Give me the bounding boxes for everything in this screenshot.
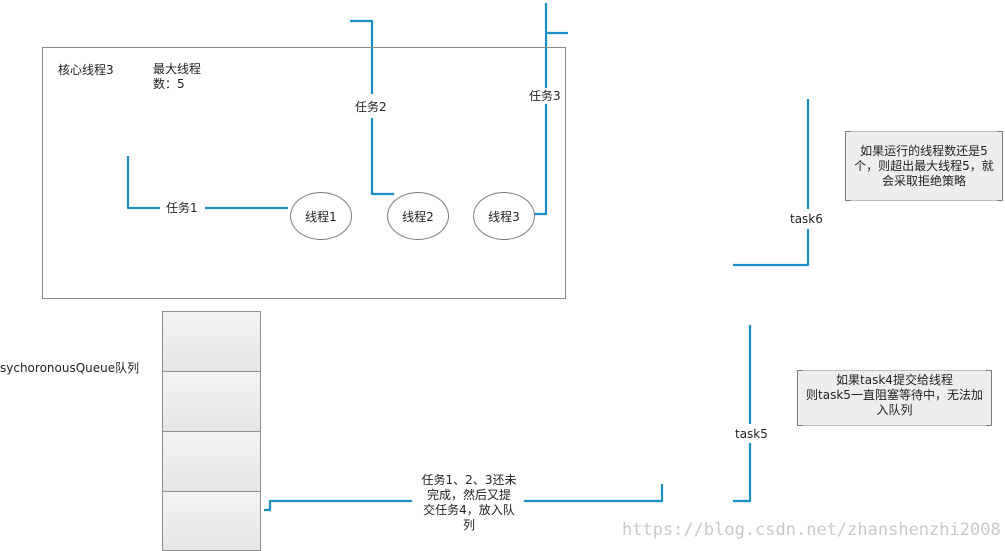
task2-label: 任务2 <box>355 100 387 114</box>
thread-1-node: 线程1 <box>290 192 352 240</box>
submit-task4-note: 任务1、2、3还未 完成，然后又提 交任务4，放入队 列 <box>416 473 522 533</box>
max-thread-label-line2: 数：5 <box>153 77 185 91</box>
queue-label: sychoronousQueue队列 <box>0 361 140 375</box>
watermark-text: https://blog.csdn.net/zhanshenzhi2008 <box>622 520 1001 540</box>
max-thread-label-line1: 最大线程 <box>153 62 202 76</box>
task6-label: task6 <box>790 212 823 226</box>
task3-path <box>534 3 568 216</box>
task4-submit-path <box>264 484 664 512</box>
submit-note-line: 完成，然后又提 <box>426 488 511 502</box>
core-thread-label: 核心线程3 <box>58 63 114 77</box>
task5-label: task5 <box>735 427 768 441</box>
thread-2-node: 线程2 <box>387 192 449 240</box>
task1-label: 任务1 <box>166 201 198 215</box>
queue-slot <box>162 311 261 372</box>
submit-note-line: 交任务4，放入队 <box>423 503 515 517</box>
reject-policy-note: 如果运行的线程数还是5 个，则超出最大线程5，就 会采取拒绝策略 <box>845 131 1003 201</box>
task1-path <box>126 156 288 210</box>
queue-slot <box>162 371 261 432</box>
submit-note-line: 列 <box>462 518 475 532</box>
note-line: 如果运行的线程数还是5 <box>860 144 988 158</box>
thread-3-node: 线程3 <box>473 192 535 240</box>
note-line: 个，则超出最大线程5，就 <box>854 159 994 173</box>
task5-path <box>733 325 752 503</box>
queue-slot <box>162 491 261 551</box>
note-line: 入队列 <box>876 403 913 417</box>
queue-slot <box>162 431 261 492</box>
submit-note-line: 任务1、2、3还未 <box>421 473 517 487</box>
task3-label: 任务3 <box>529 89 561 103</box>
task2-path <box>350 19 394 196</box>
thread-pool-box <box>42 47 566 299</box>
note-line: 如果task4提交给线程 <box>836 373 953 387</box>
note-line: 则task5一直阻塞等待中，无法加 <box>806 388 983 402</box>
blocking-note: 如果task4提交给线程 则task5一直阻塞等待中，无法加 入队列 <box>797 370 992 426</box>
task6-path <box>733 99 810 267</box>
note-line: 会采取拒绝策略 <box>881 174 966 188</box>
